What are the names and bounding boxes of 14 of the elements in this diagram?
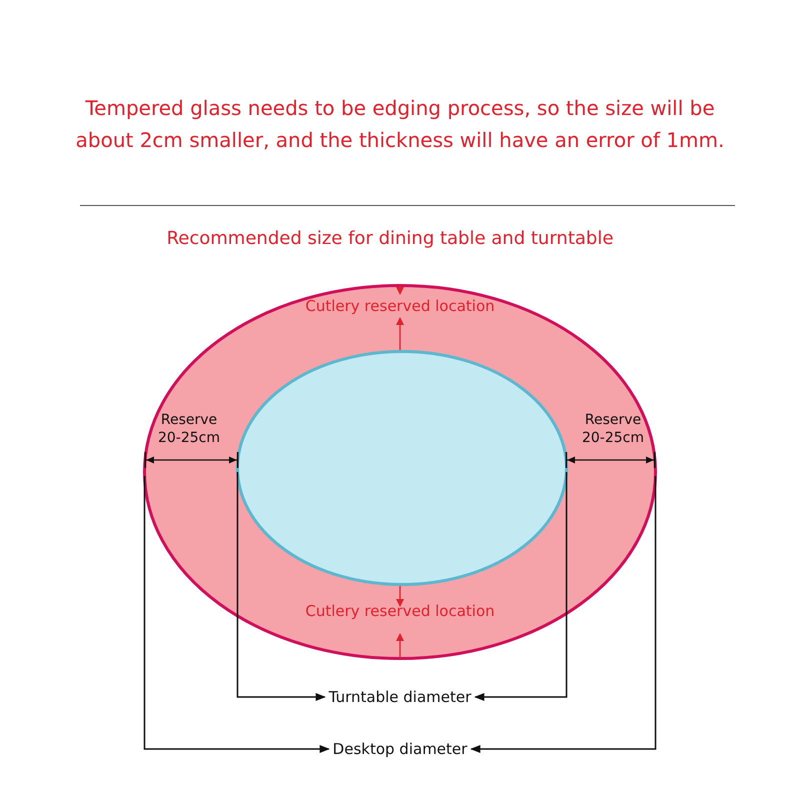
leader-line: [474, 472, 568, 701]
leader-line: [144, 476, 330, 753]
dimension-label: Desktop diameter: [332, 740, 468, 758]
dimension-arrow: [144, 452, 238, 468]
zone-label: Cutlery reserved location: [305, 602, 495, 621]
leader-line: [470, 476, 656, 753]
reserve-label: Reserve 20-25cm: [156, 412, 221, 447]
reserve-label: Reserve 20-25cm: [580, 412, 645, 447]
leader-line: [236, 472, 326, 701]
dimension-arrow: [566, 452, 656, 468]
dimension-label: Turntable diameter: [328, 688, 472, 706]
note-text: Tempered glass needs to be edging process, so the size will be about 2cm smaller, and the thickness will have an error of 1mm.: [74, 95, 726, 154]
zone-label: Cutlery reserved location: [305, 297, 495, 316]
diagram-title: Recommended size for dining table and turntable: [166, 228, 614, 249]
